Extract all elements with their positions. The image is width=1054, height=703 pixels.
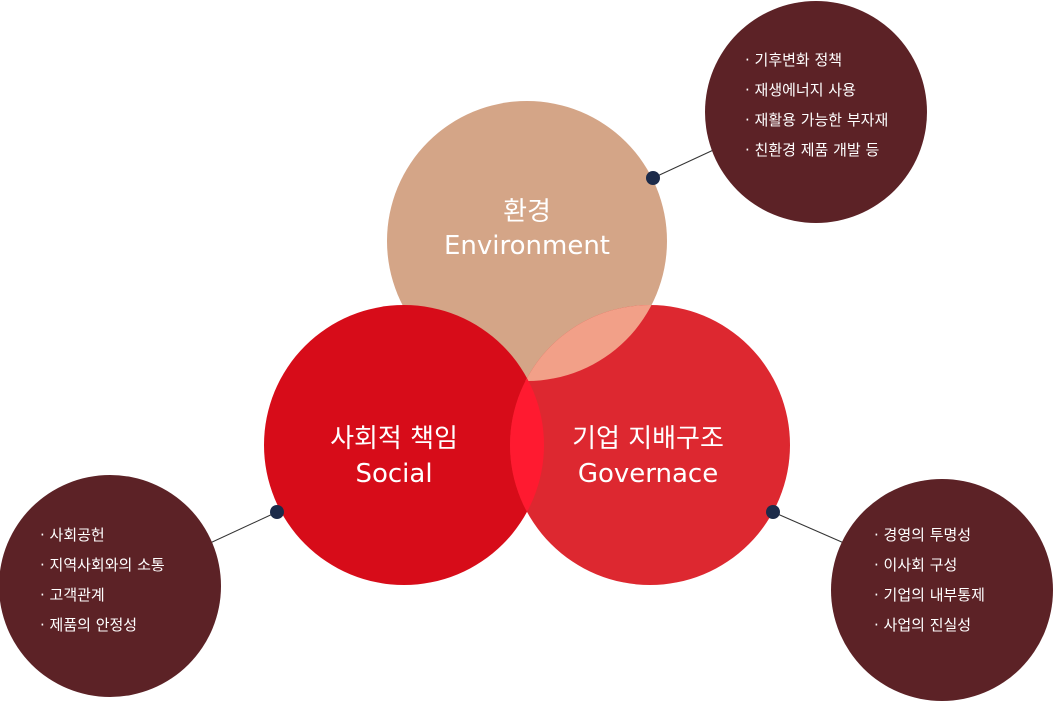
governance-detail-item: · 이사회 구성 (874, 556, 957, 574)
connector-dot-social (270, 505, 284, 519)
governance-detail-item: · 사업의 진실성 (874, 616, 971, 634)
detail-circle-social (0, 475, 221, 697)
social-detail-item: · 사회공헌 (40, 526, 105, 544)
social-detail-item: · 제품의 안정성 (40, 616, 137, 634)
circle-governance (510, 305, 790, 585)
environment-detail-item: · 기후변화 정책 (745, 51, 842, 69)
governance-title-ko: 기업 지배구조 (572, 424, 724, 454)
environment-detail-item: · 재활용 가능한 부자재 (745, 111, 888, 129)
governance-title-en: Governace (578, 459, 718, 489)
detail-circle-environment (705, 1, 927, 223)
circle-social (264, 305, 544, 585)
social-title-ko: 사회적 책임 (330, 424, 458, 454)
detail-circle-governance (831, 479, 1053, 701)
governance-detail-item: · 경영의 투명성 (874, 526, 971, 544)
social-title-en: Social (355, 459, 432, 489)
environment-detail-item: · 친환경 제품 개발 등 (745, 141, 879, 159)
connector-dot-governance (766, 505, 780, 519)
social-detail-item: · 지역사회와의 소통 (40, 556, 165, 574)
environment-title-en: Environment (444, 231, 610, 261)
connector-dot-environment (646, 171, 660, 185)
environment-title-ko: 환경 (503, 197, 551, 227)
governance-detail-item: · 기업의 내부통제 (874, 586, 985, 604)
environment-detail-item: · 재생에너지 사용 (745, 81, 856, 99)
social-detail-item: · 고객관계 (40, 586, 105, 604)
circle-environment (387, 101, 667, 381)
